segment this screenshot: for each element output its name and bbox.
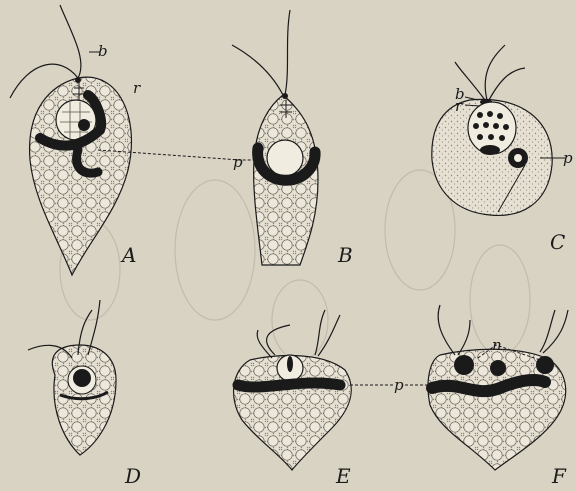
figure-label-b: B xyxy=(337,243,353,267)
figure-label-f: F xyxy=(551,464,567,488)
annotation-r-top: r xyxy=(133,79,141,97)
annotation-n: n xyxy=(492,336,502,354)
cell-b xyxy=(232,10,318,265)
annotation-r-c: r xyxy=(455,97,463,115)
cell-f xyxy=(428,305,568,470)
annotation-p-mid: p xyxy=(233,153,243,171)
annotation-p-bottom: p xyxy=(394,376,404,394)
annotation-p-c: p xyxy=(563,149,573,167)
figure-label-e: E xyxy=(335,464,351,488)
cell-e xyxy=(234,310,352,470)
cell-c xyxy=(432,45,552,215)
figure-label-c: C xyxy=(550,230,565,254)
figure-label-d: D xyxy=(124,464,141,488)
figure-label-a: A xyxy=(120,243,136,267)
annotation-b-top: b xyxy=(98,42,108,60)
cell-d xyxy=(28,300,116,455)
cell-a xyxy=(10,5,131,275)
